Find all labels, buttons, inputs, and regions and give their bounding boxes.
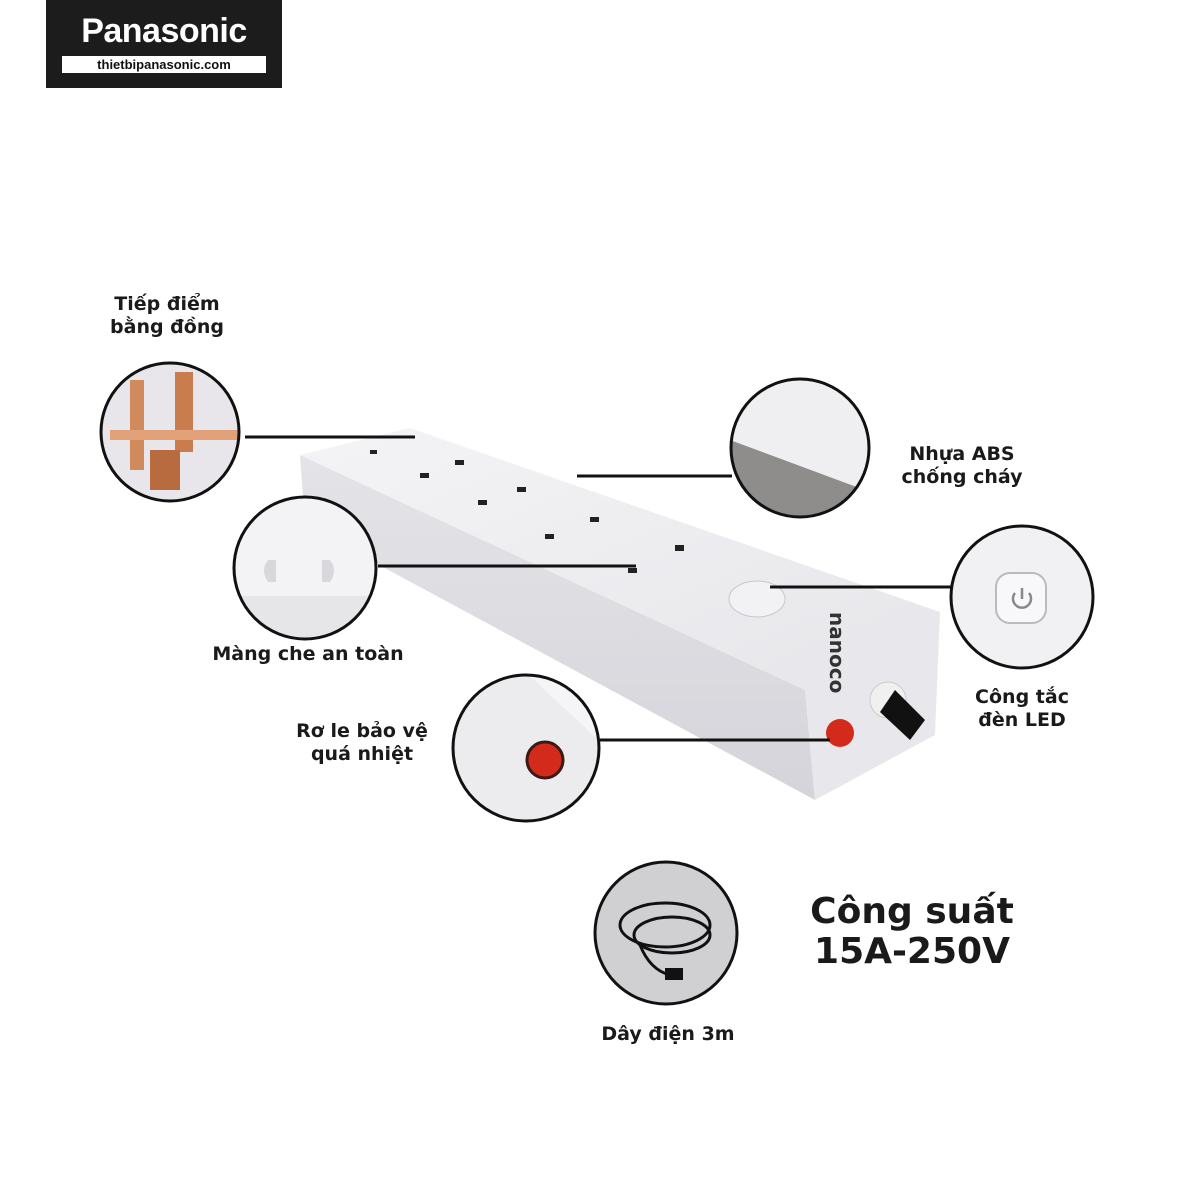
label-safety-shutter: Màng che an toàn <box>212 643 403 666</box>
label-line: Rơ le bảo vệ <box>296 720 428 742</box>
socket-holes <box>370 450 684 573</box>
callout-copper-contacts <box>99 361 241 503</box>
rating-line: Công suất <box>810 891 1014 932</box>
leader-lines <box>245 435 952 742</box>
relay-button <box>826 719 854 747</box>
callout-safety-shutter <box>232 495 378 641</box>
label-line: Màng che an toàn <box>212 643 404 665</box>
panasonic-logo: Panasonic thietbipanasonic.com <box>46 0 282 88</box>
label-copper-contacts: Tiếp điểm bằng đồng <box>110 293 224 339</box>
label-line: quá nhiệt <box>310 743 414 765</box>
power-switch <box>728 580 786 618</box>
logo-site: thietbipanasonic.com <box>62 56 266 73</box>
label-line: bằng đồng <box>110 316 224 338</box>
label-line: Dây điện 3m <box>601 1023 735 1045</box>
power-cord <box>880 690 925 740</box>
power-rating: Công suất 15A-250V <box>810 892 1014 972</box>
callout-thermal-relay <box>451 673 601 823</box>
label-line: Công tắc <box>975 686 1069 708</box>
rating-line: 15A-250V <box>814 931 1010 972</box>
label-led-switch: Công tắc đèn LED <box>975 686 1069 732</box>
brand-mark: nanoco <box>825 612 849 693</box>
label-line: Nhựa ABS <box>909 443 1015 465</box>
label-line: chống cháy <box>901 466 1023 488</box>
callout-cable <box>593 860 739 1006</box>
label-line: đèn LED <box>978 709 1066 731</box>
label-thermal-relay: Rơ le bảo vệ quá nhiệt <box>296 720 428 766</box>
logo-brand: Panasonic <box>81 12 247 50</box>
label-abs-plastic: Nhựa ABS chống cháy <box>902 443 1023 489</box>
label-line: Tiếp điểm <box>114 293 220 315</box>
power-strip: nanoco <box>300 428 940 800</box>
label-cable: Dây điện 3m <box>601 1023 734 1046</box>
callout-led-switch <box>949 524 1095 670</box>
callout-abs-plastic <box>729 377 871 519</box>
